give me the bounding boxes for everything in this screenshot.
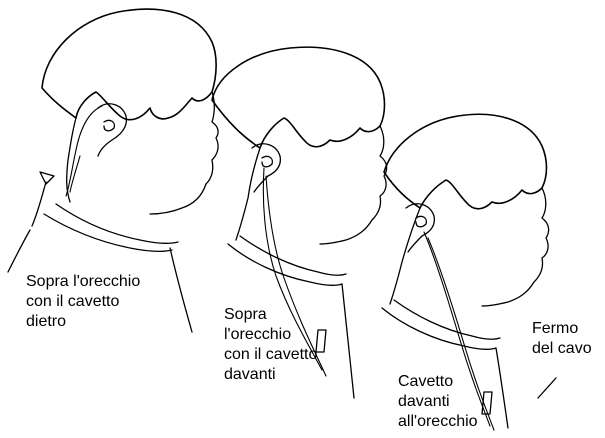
caption-cable-clip: Fermo del cavo — [532, 319, 592, 359]
caption-over-ear-cable-front: Sopra l'orecchio con il cavetto davanti — [224, 305, 317, 385]
caption-over-ear-cable-behind: Sopra l'orecchio con il cavetto dietro — [26, 272, 140, 332]
caption-cable-front-of-ear: Cavetto davanti all'orecchio — [398, 372, 478, 432]
cable-clip-pointer — [538, 378, 556, 398]
